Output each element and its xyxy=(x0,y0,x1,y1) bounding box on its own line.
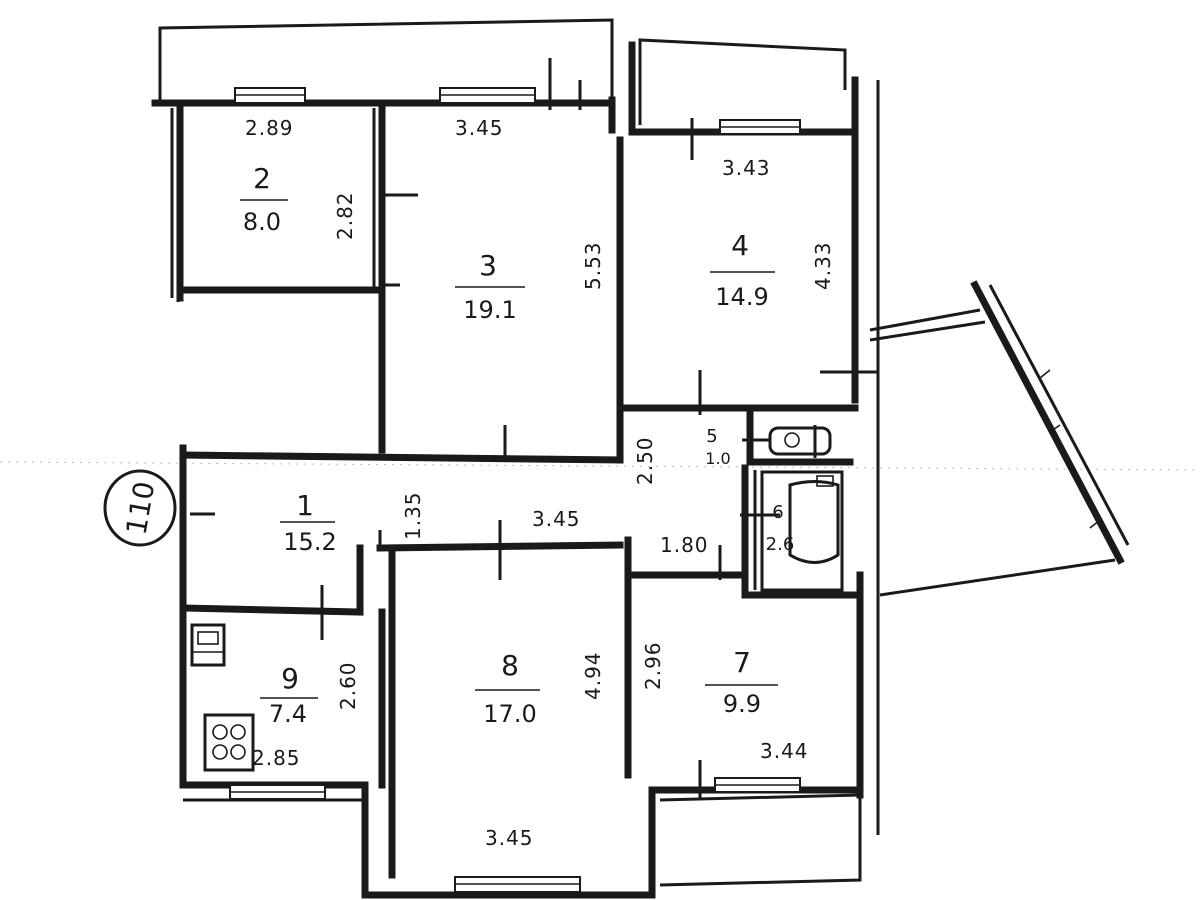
interior-walls xyxy=(176,104,864,879)
room-3-number: 3 xyxy=(479,249,497,282)
dim-room9-height: 2.60 xyxy=(336,661,360,710)
sink-icon xyxy=(190,623,226,667)
plan-number-text: 110 xyxy=(120,479,162,537)
dim-room7-height: 2.96 xyxy=(641,641,665,690)
room-7-area: 9.9 xyxy=(723,690,761,718)
room-8-number: 8 xyxy=(501,649,519,682)
dim-room4-height: 4.33 xyxy=(811,241,835,290)
dim-room9-width: 2.85 xyxy=(252,746,301,770)
dim-room8-height: 4.94 xyxy=(581,651,605,700)
outer-walls xyxy=(151,18,880,899)
toilet-icon xyxy=(768,425,832,458)
room-labels: 2 8.0 3 19.1 4 14.9 5 1.0 6 2.6 1 15.2 9… xyxy=(240,162,794,728)
room-7-number: 7 xyxy=(733,646,751,679)
room-2-number: 2 xyxy=(253,162,271,195)
dim-room3-height: 5.53 xyxy=(581,241,605,290)
room-1-area: 15.2 xyxy=(283,528,336,556)
dimension-labels: 2.89 2.82 3.45 5.53 3.43 4.33 1.35 3.45 … xyxy=(245,116,835,850)
bathtub-icon xyxy=(760,470,844,592)
dim-corridor-width: 3.45 xyxy=(532,507,581,531)
room-4-area: 14.9 xyxy=(715,283,768,311)
fixtures xyxy=(190,425,844,772)
room-5-area: 1.0 xyxy=(705,449,730,468)
dim-passage-width: 1.80 xyxy=(660,533,709,557)
room-6-area: 2.6 xyxy=(766,534,795,555)
dim-room8-width: 3.45 xyxy=(485,826,534,850)
dim-room3-width: 3.45 xyxy=(455,116,504,140)
room-2-area: 8.0 xyxy=(243,208,281,236)
dim-room2-height: 2.82 xyxy=(333,191,357,240)
dim-room7-width: 3.44 xyxy=(760,739,809,763)
room-9-number: 9 xyxy=(281,662,299,695)
dim-room4-width: 3.43 xyxy=(722,156,771,180)
room-6-number: 6 xyxy=(772,502,783,523)
stove-icon xyxy=(203,713,255,772)
room-4-number: 4 xyxy=(731,229,749,262)
windows xyxy=(229,87,801,893)
room-8-area: 17.0 xyxy=(483,700,536,728)
room-1-number: 1 xyxy=(296,489,314,522)
door-marks xyxy=(176,58,878,800)
loggia xyxy=(869,280,1130,597)
scan-noise-line xyxy=(0,461,1200,471)
room-5-number: 5 xyxy=(706,426,717,447)
room-3-area: 19.1 xyxy=(463,296,516,324)
dim-hall-width: 1.35 xyxy=(401,491,425,540)
room-9-area: 7.4 xyxy=(269,700,307,728)
dim-room2-width: 2.89 xyxy=(245,116,294,140)
plan-number-badge: 110 xyxy=(103,469,177,547)
dim-corridor-height: 2.50 xyxy=(633,436,657,485)
